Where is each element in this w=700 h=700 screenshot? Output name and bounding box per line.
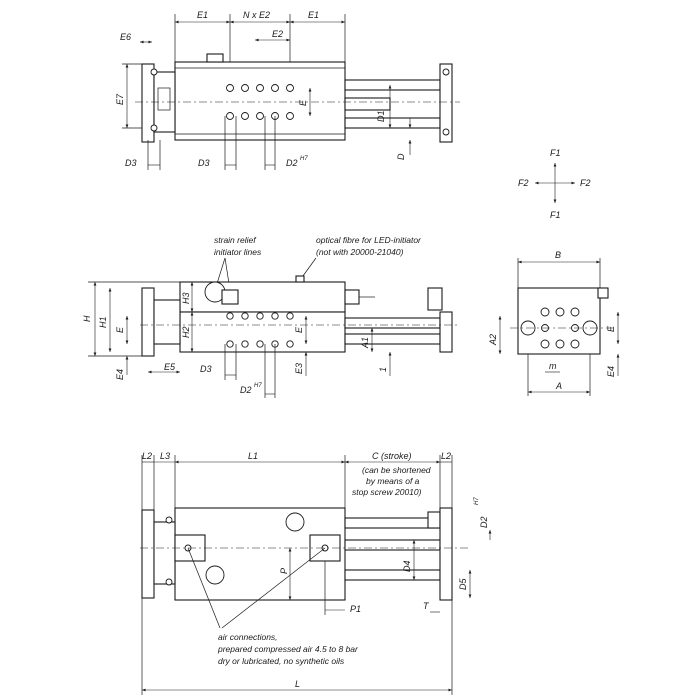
dim-E-side: E: [115, 326, 125, 333]
note-air-2: prepared compressed air 4.5 to 8 bar: [217, 644, 359, 654]
dim-P: P: [279, 568, 289, 574]
dim-T: T: [423, 601, 430, 611]
dim-E7: E7: [115, 93, 125, 105]
dim-P1: P1: [350, 604, 361, 614]
dim-E-top: E: [298, 99, 308, 106]
dim-D2-bottom: D2: [479, 516, 489, 528]
dim-D1: D1: [376, 110, 386, 122]
dim-D3-mid: D3: [198, 158, 210, 168]
dim-E4-side: E4: [115, 369, 125, 380]
hole-grid: [226, 84, 294, 120]
dim-D2-bottom-sup: H7: [474, 497, 480, 505]
top-view: E1 N x E2 E1 E2 E6: [115, 10, 460, 170]
dim-L2-left: L2: [142, 451, 152, 461]
force-diagram: F1 F1 F2 F2: [518, 148, 591, 220]
dim-D3-left: D3: [125, 158, 137, 168]
dim-H1: H1: [98, 316, 108, 328]
note-strain-relief-2: initiator lines: [214, 247, 262, 257]
dim-D4: D4: [402, 560, 412, 572]
dim-A: A: [555, 381, 562, 391]
note-air-3: dry or lubricated, no synthetic oils: [218, 656, 345, 666]
dim-B: B: [555, 250, 561, 260]
dim-C-stroke: C (stroke): [372, 451, 412, 461]
note-strain-relief-1: strain relief: [214, 235, 257, 245]
dim-H3: H3: [181, 292, 191, 304]
dim-H2: H2: [181, 326, 191, 338]
end-view: B A2 E E4 m A: [488, 250, 620, 396]
dim-1: 1: [378, 367, 388, 372]
force-F1-bottom: F1: [550, 210, 561, 220]
dim-D2-side: D2: [240, 385, 252, 395]
dim-L2-right: L2: [441, 451, 451, 461]
dim-D2-top: D2: [286, 158, 298, 168]
force-F1-top: F1: [550, 148, 561, 158]
dim-E4-end: E4: [606, 366, 616, 377]
note-stroke-1: (can be shortened: [362, 465, 431, 475]
dim-E5: E5: [164, 362, 176, 372]
dim-L: L: [295, 679, 300, 689]
dim-m: m: [549, 361, 557, 371]
dim-E6: E6: [120, 32, 131, 42]
dim-D: D: [396, 153, 406, 160]
dim-L1: L1: [248, 451, 258, 461]
dim-A1: A1: [360, 337, 370, 349]
note-air-1: air connections,: [218, 632, 278, 642]
dim-H: H: [82, 315, 92, 322]
dim-A2: A2: [488, 334, 498, 346]
dim-E-end: E: [606, 325, 616, 332]
force-F2-right: F2: [580, 178, 591, 188]
dim-E2: E2: [272, 29, 283, 39]
dim-L3: L3: [160, 451, 170, 461]
note-stroke-3: stop screw 20010): [352, 487, 422, 497]
force-F2-left: F2: [518, 178, 529, 188]
note-optical-2: (not with 20000-21040): [316, 247, 404, 257]
dim-E-side-right: E: [294, 326, 304, 333]
dim-D5: D5: [458, 578, 468, 590]
bottom-view: L2 L3 L1 C (stroke) L2 (can be shortened…: [140, 451, 492, 695]
dim-D2-side-sup: H7: [254, 383, 262, 389]
dim-E3: E3: [294, 363, 304, 374]
dim-NxE2: N x E2: [243, 10, 270, 20]
note-optical-1: optical fibre for LED-initiator: [316, 235, 422, 245]
dim-D3-side: D3: [200, 364, 212, 374]
dim-E1-right: E1: [308, 10, 319, 20]
dim-E1-left: E1: [197, 10, 208, 20]
side-view: strain relief initiator lines optical fi…: [82, 235, 460, 398]
note-stroke-2: by means of a: [366, 476, 420, 486]
dim-D2-top-sup: H7: [300, 156, 308, 162]
